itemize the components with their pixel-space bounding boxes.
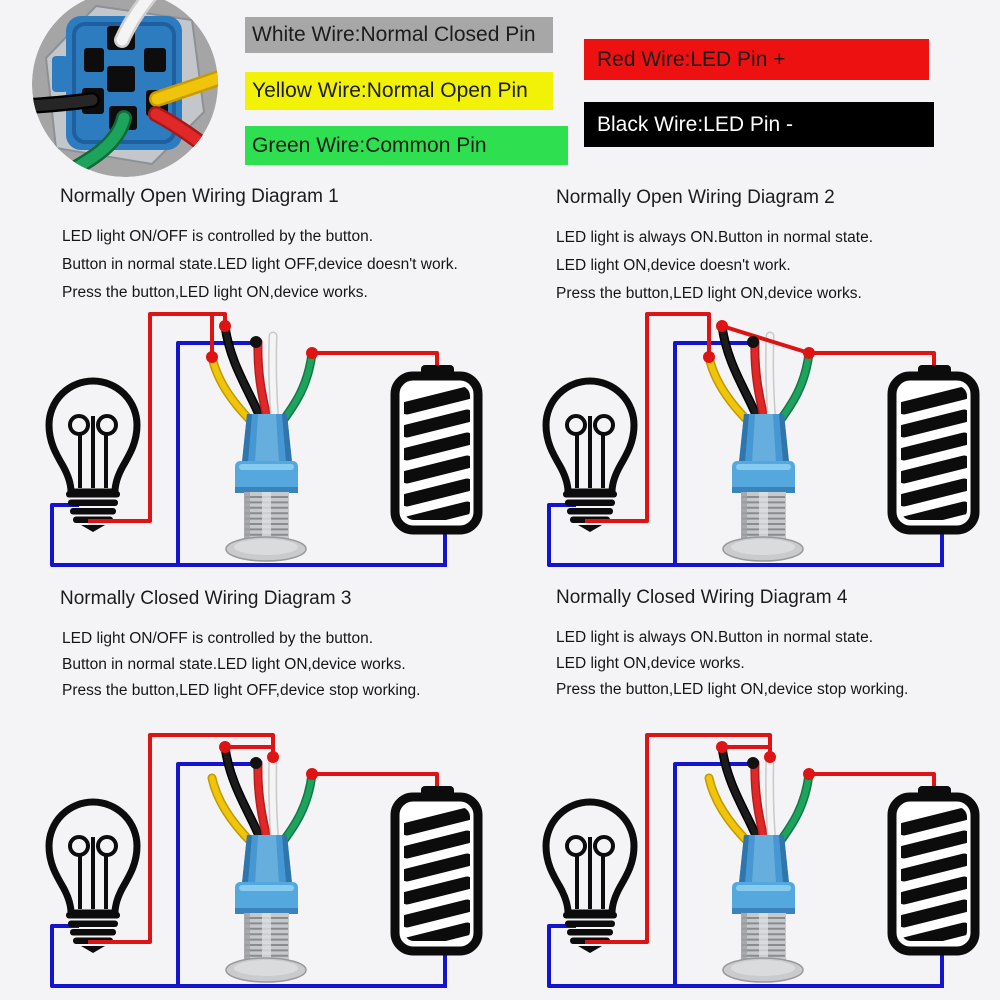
diagram2-title: Normally Open Wiring Diagram 2	[556, 187, 835, 208]
junction-dot	[250, 757, 262, 769]
light-bulb-icon	[542, 798, 638, 953]
legend-red-wire: Red Wire:LED Pin +	[584, 39, 929, 80]
connector-back-photo	[32, 0, 218, 177]
diagram2-line3: Press the button,LED light ON,device wor…	[556, 285, 862, 302]
red-schematic-wire	[88, 733, 275, 944]
junction-dot	[747, 336, 759, 348]
junction-dot	[764, 751, 776, 763]
wiring-diagram-1	[45, 312, 483, 567]
red-schematic-wire	[88, 312, 227, 523]
connector-wires	[32, 0, 218, 177]
red-feed-wires	[88, 733, 275, 944]
diagram1-line2: Button in normal state.LED light OFF,dev…	[62, 256, 458, 273]
junction-dots	[219, 741, 318, 780]
light-bulb-icon	[45, 798, 141, 953]
diagram4-title: Normally Closed Wiring Diagram 4	[556, 587, 848, 608]
junction-dot	[250, 336, 262, 348]
battery-positive-wire	[807, 351, 936, 376]
button-pigtail-wires	[207, 321, 317, 427]
button-pigtail-wires	[704, 742, 814, 848]
diagram3-line2: Button in normal state.LED light ON,devi…	[62, 656, 406, 673]
battery-icon	[887, 365, 980, 535]
diagram3-line3: Press the button,LED light OFF,device st…	[62, 682, 421, 699]
junction-dot	[219, 741, 231, 753]
battery-icon	[390, 786, 483, 956]
junction-dot	[747, 757, 759, 769]
button-pigtail-wires	[207, 742, 317, 848]
wiring-diagram-2	[542, 312, 980, 567]
battery-positive-wire	[310, 772, 439, 797]
junction-dot	[267, 751, 279, 763]
diagram2-line1: LED light is always ON.Button in normal …	[556, 229, 874, 246]
light-bulb-icon	[542, 377, 638, 532]
wiring-diagram-4	[542, 733, 980, 988]
connector-photo-group	[32, 0, 218, 177]
red-feed-wires	[585, 733, 772, 944]
junction-dot	[206, 351, 218, 363]
junction-dot	[803, 768, 815, 780]
legend-yellow-wire: Yellow Wire:Normal Open Pin	[245, 72, 553, 110]
junction-dot	[306, 347, 318, 359]
battery-positive-wire	[310, 351, 439, 376]
button-pigtail-wires	[704, 321, 814, 427]
battery-icon	[390, 365, 483, 535]
light-bulb-icon	[45, 377, 141, 532]
junction-dot	[803, 347, 815, 359]
legend-black-wire: Black Wire:LED Pin -	[584, 102, 934, 147]
diagram2-line2: LED light ON,device doesn't work.	[556, 257, 791, 274]
legend-green-wire: Green Wire:Common Pin	[245, 126, 568, 165]
push-button-switch-photo	[722, 835, 804, 983]
diagram3-line1: LED light ON/OFF is controlled by the bu…	[62, 630, 373, 647]
diagram1-line1: LED light ON/OFF is controlled by the bu…	[62, 228, 373, 245]
junction-dot	[703, 351, 715, 363]
junction-dots	[703, 320, 815, 363]
housing-tab	[52, 56, 68, 92]
wiring-diagram-3	[45, 733, 483, 988]
push-button-switch-photo	[225, 414, 307, 562]
red-feed-wires	[585, 312, 810, 523]
junction-dot	[306, 768, 318, 780]
red-schematic-wire	[585, 733, 772, 944]
red-feed-wires	[88, 312, 227, 523]
diagram4-line1: LED light is always ON.Button in normal …	[556, 629, 874, 646]
red-schematic-wire	[585, 312, 810, 523]
push-button-switch-photo	[225, 835, 307, 983]
junction-dot	[716, 741, 728, 753]
junction-dot	[219, 320, 231, 332]
battery-positive-wire	[807, 772, 936, 797]
junction-dot	[716, 320, 728, 332]
junction-dots	[206, 320, 318, 363]
legend-white-wire: White Wire:Normal Closed Pin	[245, 17, 553, 53]
battery-icon	[887, 786, 980, 956]
diagram1-line3: Press the button,LED light ON,device wor…	[62, 284, 368, 301]
diagram1-title: Normally Open Wiring Diagram 1	[60, 186, 339, 207]
diagram3-title: Normally Closed Wiring Diagram 3	[60, 588, 352, 609]
diagram4-line2: LED light ON,device works.	[556, 655, 745, 672]
diagram4-line3: Press the button,LED light ON,device sto…	[556, 681, 909, 698]
junction-dots	[716, 741, 815, 780]
push-button-switch-photo	[722, 414, 804, 562]
